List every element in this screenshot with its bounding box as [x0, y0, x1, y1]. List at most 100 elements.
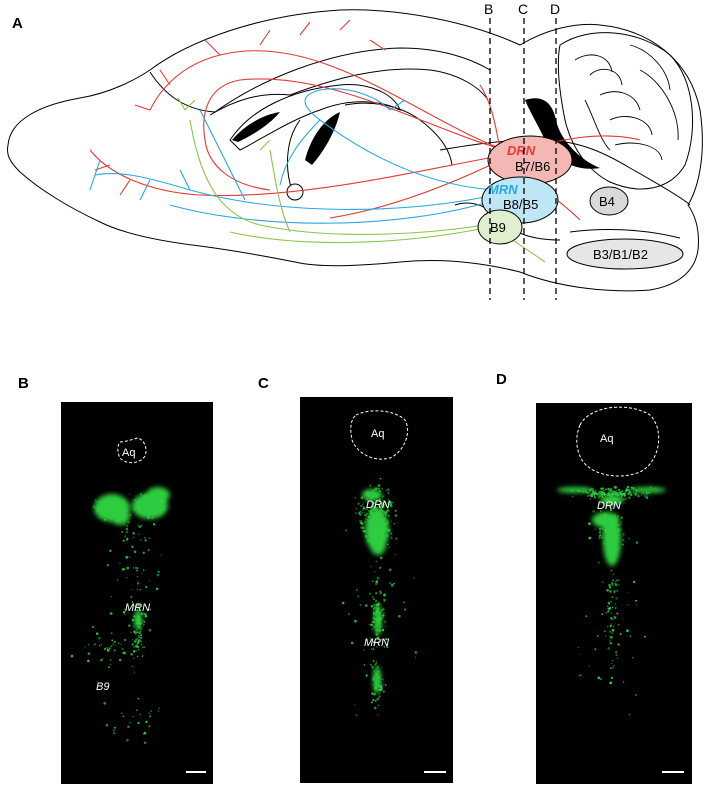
fluorescence-dot: [139, 498, 141, 501]
fluorescence-dot: [649, 491, 651, 494]
fluorescence-dot: [152, 493, 154, 495]
fluorescence-dot: [149, 497, 152, 500]
fluorescence-dot: [614, 490, 617, 493]
fluorescence-dot: [87, 652, 91, 655]
fluorescence-dot: [379, 590, 382, 593]
fluorescence-dot: [142, 501, 146, 505]
fluorescence-dot: [365, 492, 367, 494]
fluorescence-dot: [143, 507, 145, 509]
fluorescence-dot: [614, 486, 616, 488]
fluorescence-dot: [597, 517, 599, 519]
drn-label-d: DRN: [597, 500, 621, 512]
fluorescence-dot: [599, 534, 602, 537]
fluorescence-dot: [609, 557, 612, 561]
fluorescence-dot: [594, 496, 597, 499]
fluorescence-dot: [361, 504, 364, 506]
fluorescence-dot: [607, 526, 610, 529]
fluorescence-dot: [610, 529, 613, 533]
section-lines: [489, 18, 557, 300]
fluorescence-dot: [162, 507, 165, 511]
fluorescence-dot: [651, 487, 653, 489]
fluorescence-dot: [135, 609, 137, 611]
fluorescence-dot: [103, 647, 107, 651]
fluorescence-dot: [160, 554, 162, 556]
micrograph-d: Aq DRN: [536, 403, 692, 784]
fluorescence-dot: [374, 706, 377, 710]
fluorescence-dot: [609, 537, 612, 540]
fluorescence-dot: [377, 603, 380, 607]
fluorescence-dot: [132, 607, 134, 609]
fluorescence-dot: [133, 550, 137, 553]
fluorescence-dot: [602, 530, 604, 532]
fluorescence-dot: [91, 625, 95, 629]
fluorescence-dot: [119, 507, 122, 509]
b3b1b2-nucleus: B3/B1/B2: [566, 238, 684, 270]
fluorescence-dot: [388, 546, 391, 549]
fluorescence-dot: [598, 527, 602, 531]
fluorescence-dot: [605, 530, 609, 533]
fluorescence-dot: [382, 505, 385, 508]
fluorescence-dot: [622, 681, 625, 683]
fluorescence-dot: [363, 511, 366, 514]
fluorescence-dot: [147, 504, 151, 507]
fluorescence-dot: [359, 603, 362, 606]
fluorescence-dot: [602, 522, 605, 525]
fluorescence-dot: [385, 637, 388, 641]
fluorescence-dot: [372, 530, 375, 533]
fluorescence-dot: [132, 715, 134, 718]
fluorescence-dot: [372, 640, 376, 644]
fluorescence-dot: [615, 490, 617, 492]
fluorescence-dot: [371, 692, 374, 695]
fluorescence-dot: [383, 593, 386, 597]
fluorescence-dot: [148, 537, 150, 539]
fluorescence-dot: [643, 635, 646, 638]
fluorescence-dot: [381, 518, 384, 520]
fluorescence-dot: [595, 492, 598, 495]
fluorescence-dot: [378, 685, 381, 688]
fluorescence-dot: [101, 500, 103, 503]
fluorescence-dot: [374, 494, 377, 498]
cerebellum-folia: [574, 44, 679, 161]
fluorescence-dot: [378, 488, 381, 490]
fluorescence-dot: [603, 541, 605, 543]
fluorescence-dot: [608, 630, 611, 633]
fluorescence-dot: [635, 493, 638, 496]
fluorescence-dot: [127, 725, 130, 729]
fluorescence-dot: [372, 489, 376, 492]
fluorescence-dot: [374, 617, 377, 620]
fluorescence-dot: [380, 523, 383, 526]
fluorescence-dot: [142, 510, 144, 512]
fluorescence-dot: [148, 511, 150, 514]
fluorescence-dot: [390, 537, 393, 540]
fluorescence-dot: [376, 605, 378, 608]
fluorescence-dot: [142, 506, 144, 508]
fluorescence-dot: [373, 606, 376, 609]
fluorescence-dot: [116, 519, 119, 522]
fluorescence-dot: [129, 721, 131, 724]
fluorescence-dot: [610, 612, 613, 614]
fluorescence-dot: [379, 625, 382, 628]
fluorescence-dot: [131, 538, 133, 540]
fluorescence-dot: [131, 619, 135, 622]
fluorescence-dot: [147, 493, 149, 495]
fluorescence-dot: [380, 603, 382, 605]
fluorescence-dot: [140, 605, 142, 607]
fluorescence-dot: [616, 493, 619, 496]
fluorescence-dot: [607, 610, 610, 613]
fluorescence-dot: [616, 657, 619, 660]
fluorescence-dot: [132, 532, 135, 535]
fluorescence-dot: [594, 528, 597, 530]
fluorescence-dot: [127, 612, 129, 614]
fluorescence-dot: [634, 693, 637, 696]
fluorescence-dot: [375, 580, 379, 583]
fluorescence-dot: [620, 493, 624, 497]
fluorescence-dot: [374, 680, 378, 684]
fluorescence-dot: [601, 534, 604, 537]
fluorescence-dot: [115, 501, 118, 505]
fluorescence-dot: [616, 530, 619, 533]
fluorescence-dot: [126, 738, 129, 742]
fluorescence-dot: [126, 537, 129, 540]
fluorescence-dot: [374, 582, 378, 586]
fluorescence-dot: [371, 628, 373, 631]
fluorescence-dot: [605, 635, 607, 637]
